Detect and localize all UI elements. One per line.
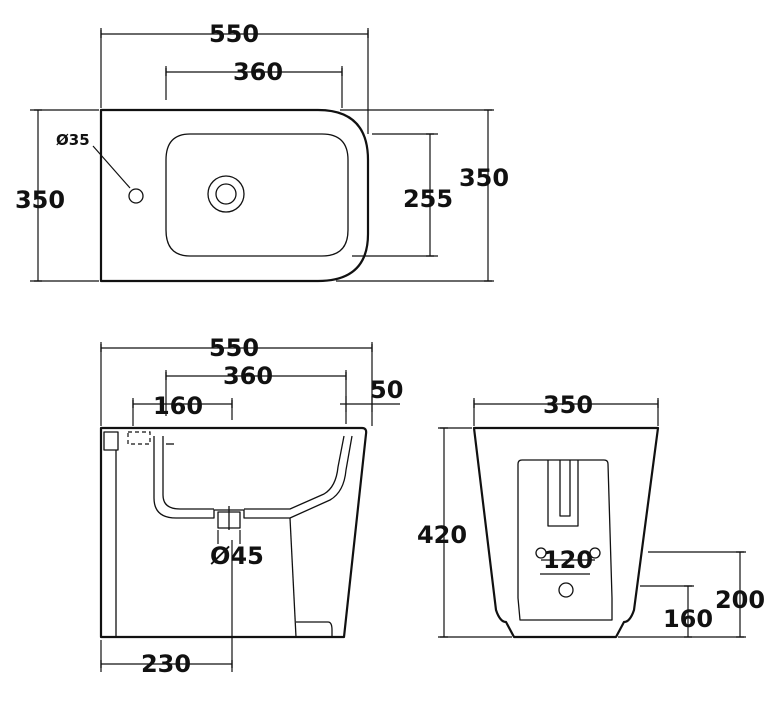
top-view-basin — [165, 133, 349, 257]
side-rim-label: 50 — [370, 376, 403, 404]
top-basin-width-label: 360 — [233, 58, 283, 86]
fixing-spacing-label: 120 — [543, 546, 593, 574]
top-basin-depth-label: 255 — [403, 185, 453, 213]
top-depth-left-label: 350 — [15, 186, 65, 214]
back-height-label: 420 — [417, 521, 467, 549]
back-width-label: 350 — [543, 391, 593, 419]
top-depth-right-label: 350 — [459, 164, 509, 192]
waste-diameter-label: Ø45 — [210, 542, 264, 570]
side-rear-offset-label: 230 — [141, 650, 191, 678]
back-view: 120 350 420 200 160 — [417, 391, 765, 639]
inlet-height-label: 160 — [663, 605, 713, 633]
drain-outer — [207, 175, 245, 213]
drain-inner — [215, 183, 237, 205]
top-width-label: 550 — [209, 20, 259, 48]
fixing-hole-right — [589, 547, 601, 559]
back-view-recess — [517, 459, 613, 621]
tap-hole-label: Ø35 — [56, 131, 90, 149]
top-view-outline — [99, 108, 370, 283]
outlet-height-label: 200 — [715, 586, 765, 614]
side-view: 550 360 50 160 Ø45 230 — [99, 334, 403, 678]
side-inlet-offset-label: 160 — [153, 392, 203, 420]
outlet-hole — [558, 582, 574, 598]
fixing-hole-left — [535, 547, 547, 559]
side-view-outline — [99, 426, 368, 639]
side-basin-width-label: 360 — [223, 362, 273, 390]
side-width-label: 550 — [209, 334, 259, 362]
side-view-pedestal — [289, 517, 297, 638]
side-view-basin — [153, 435, 353, 519]
tap-hole — [128, 188, 144, 204]
back-view-outline — [472, 426, 660, 639]
top-view: Ø35 550 360 350 350 255 — [15, 20, 509, 283]
